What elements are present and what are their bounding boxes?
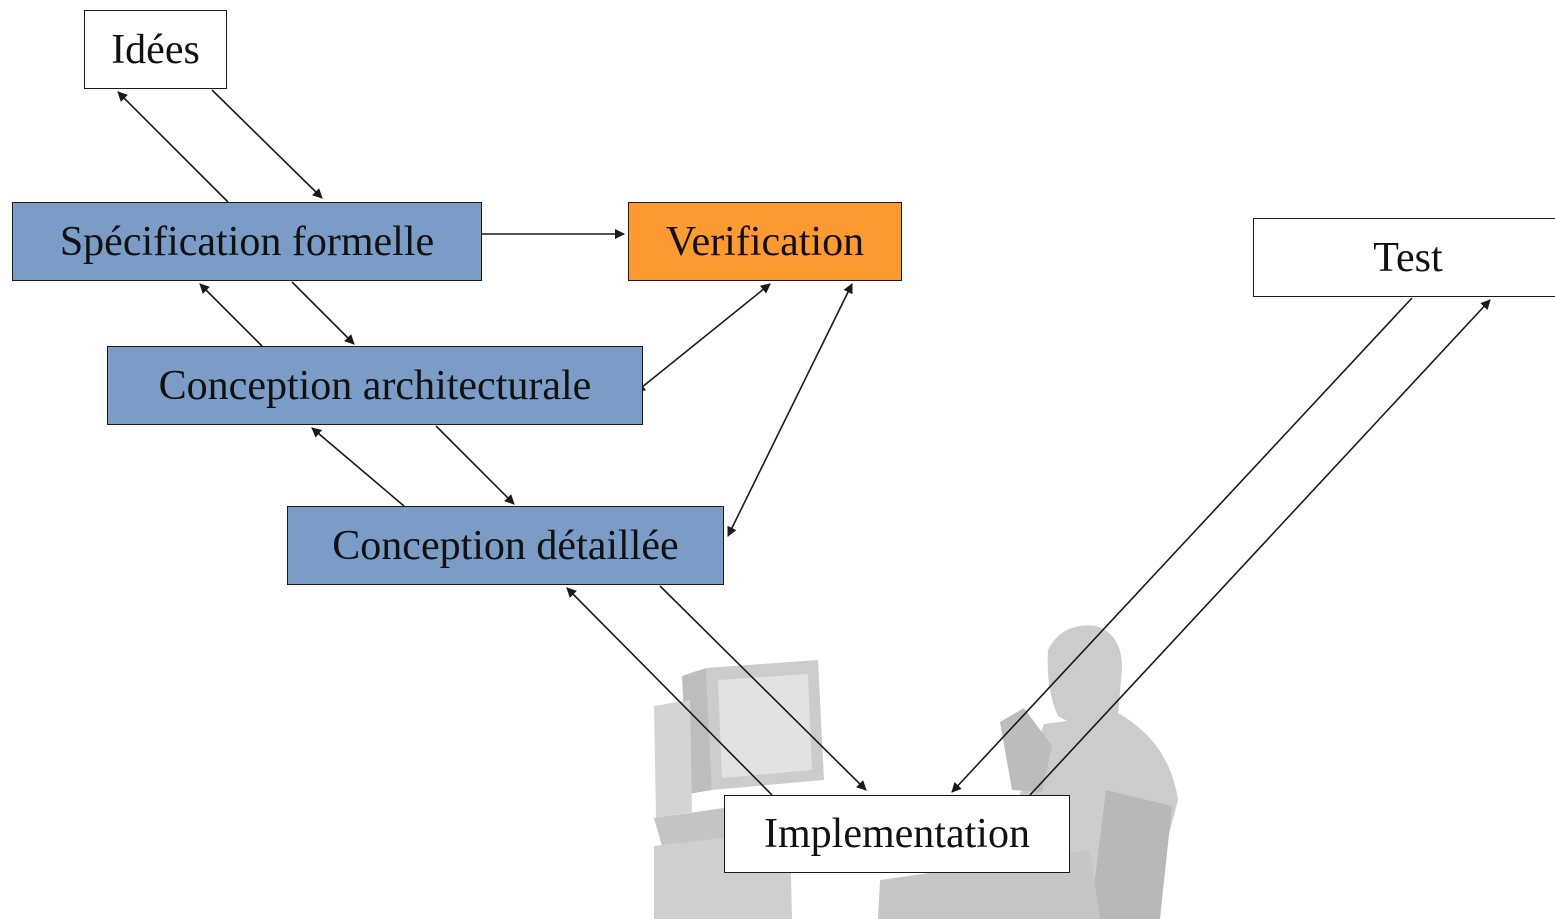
architecture-label: Conception architecturale: [158, 362, 592, 409]
arrow-archi-to-detail: [435, 425, 515, 505]
test-box: Test: [1253, 218, 1555, 297]
test-label: Test: [1373, 234, 1443, 281]
arrow-spec-to-archi: [291, 281, 355, 345]
architecture-box: Conception architecturale: [107, 346, 643, 425]
arrow-archi-to-spec: [199, 283, 263, 347]
verification-box: Verification: [628, 202, 902, 281]
arrow-detail-to-impl: [659, 585, 867, 791]
idees-label: Idées: [111, 26, 200, 73]
implementation-box: Implementation: [724, 795, 1070, 873]
implementation-label: Implementation: [764, 811, 1030, 857]
arrow-detail-to-archi: [311, 427, 405, 507]
arrow-test-to-impl: [951, 297, 1413, 793]
arrow-spec-to-idees: [117, 91, 229, 203]
specification-label: Spécification formelle: [59, 218, 435, 265]
idees-box: Idées: [84, 10, 227, 89]
arrow-impl-to-test: [1029, 299, 1491, 796]
arrow-detail-verif: [727, 283, 853, 537]
verification-label: Verification: [665, 218, 865, 265]
arrow-impl-to-detail: [566, 587, 773, 796]
specification-box: Spécification formelle: [12, 202, 482, 281]
arrow-idees-to-spec: [211, 89, 323, 199]
detailed-design-box: Conception détaillée: [287, 506, 724, 585]
arrow-archi-verif: [635, 283, 771, 393]
detailed-design-label: Conception détaillée: [332, 522, 679, 569]
